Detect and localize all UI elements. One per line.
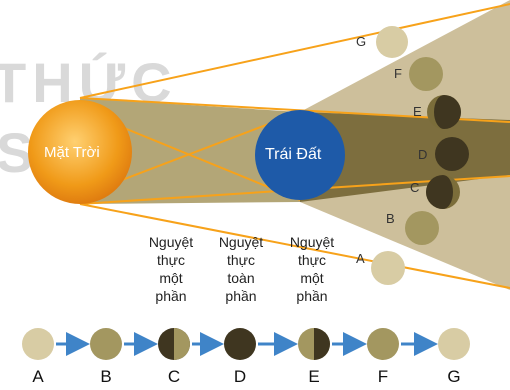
phase-label-total-line-4: phần <box>225 288 257 304</box>
moon-position-e-shadow <box>434 95 461 129</box>
moon-position-d <box>435 137 469 171</box>
earth <box>255 110 345 200</box>
moon-label-c: C <box>410 180 420 195</box>
sequence-letter-d: D <box>233 367 247 386</box>
phase-label-partial-2: Nguyệt thực một phần <box>274 233 350 305</box>
phase-label-partial-1-line-2: thực <box>156 252 186 268</box>
phase-label-partial-1-line-1: Nguyệt <box>148 234 194 250</box>
phase-label-partial-2-line-3: một <box>300 270 324 286</box>
sequence-moon-d <box>224 328 256 360</box>
phase-label-partial-1: Nguyệt thực một phần <box>133 233 209 305</box>
sequence-moon-c-lit <box>174 328 190 360</box>
phase-label-partial-1-line-4: phần <box>155 288 187 304</box>
earth-label: Trái Đất <box>265 146 322 163</box>
sequence-letter-g: G <box>447 367 461 386</box>
moon-label-b: B <box>386 211 395 226</box>
ray-bottom-outer <box>79 203 510 289</box>
moon-position-a <box>371 251 405 285</box>
phase-label-partial-2-line-2: thực <box>297 252 327 268</box>
sun-label: Mặt Trời <box>44 144 100 161</box>
sequence-letter-c: C <box>167 367 181 386</box>
sequence-letter-b: B <box>100 367 112 386</box>
sequence-moon-g <box>438 328 470 360</box>
sequence-moon-f <box>367 328 399 360</box>
moon-position-g <box>376 26 408 58</box>
phase-label-total: Nguyệt thực toàn phần <box>203 233 279 305</box>
phase-label-partial-2-line-4: phần <box>296 288 328 304</box>
phase-label-total-line-1: Nguyệt <box>218 234 264 250</box>
sun <box>28 100 132 204</box>
sequence-letter-f: F <box>377 367 389 386</box>
sequence-letter-a: A <box>32 367 44 386</box>
sequence-moon-b <box>90 328 122 360</box>
phase-label-total-line-3: toàn <box>227 270 255 286</box>
moon-label-e: E <box>413 104 422 119</box>
moon-position-f <box>409 57 443 91</box>
ray-top-outer <box>79 3 510 99</box>
phase-label-partial-2-line-1: Nguyệt <box>289 234 335 250</box>
sequence-moon-e-dark <box>314 328 330 360</box>
moon-label-f: F <box>394 66 402 81</box>
moon-position-c-shadow <box>426 175 453 209</box>
phase-label-total-line-2: thực <box>226 252 256 268</box>
moon-label-d: D <box>418 147 428 162</box>
moon-label-g: G <box>356 34 367 49</box>
moon-label-a: A <box>356 251 365 266</box>
phase-label-partial-1-line-3: một <box>159 270 183 286</box>
sequence-letter-e: E <box>308 367 320 386</box>
sequence-moon-a <box>22 328 54 360</box>
moon-position-b <box>405 211 439 245</box>
